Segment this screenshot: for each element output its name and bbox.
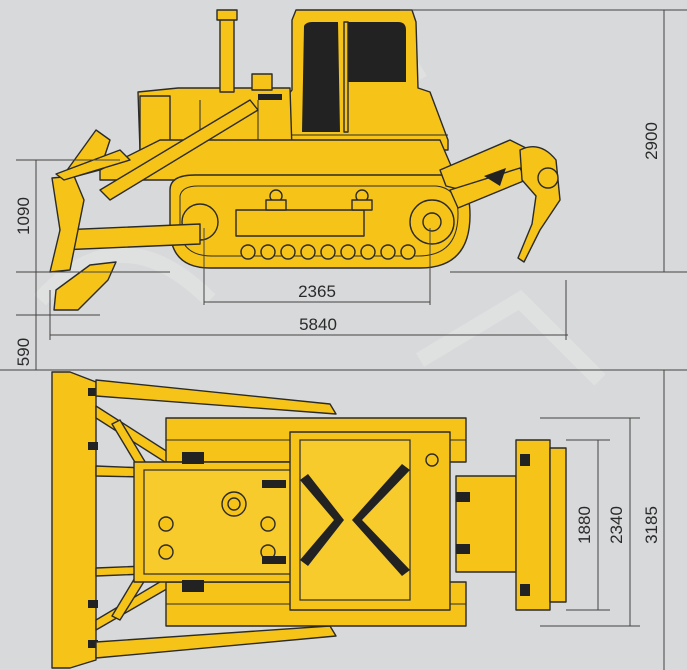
top-body <box>133 431 451 611</box>
blade-height-label: 1090 <box>14 197 33 235</box>
ripper <box>439 139 561 263</box>
track <box>169 174 471 269</box>
top-ripper <box>455 439 567 611</box>
overall-width-label: 3185 <box>642 506 661 544</box>
overall-length-label: 5840 <box>299 315 337 334</box>
top-blade <box>51 371 97 669</box>
side-dimension-lines <box>0 9 687 371</box>
upper-push-arm <box>95 379 337 415</box>
blade-teeth <box>88 388 98 648</box>
top-view <box>51 371 567 669</box>
side-blade-assembly <box>49 99 259 311</box>
side-view <box>49 9 561 311</box>
track-rollers <box>240 189 416 260</box>
overall-height-label: 2900 <box>642 122 661 160</box>
track-gauge-label: 2365 <box>298 282 336 301</box>
cab <box>287 9 449 151</box>
dig-depth-label: 590 <box>14 338 33 366</box>
track-width-label: 2340 <box>607 506 626 544</box>
lower-push-arm <box>95 625 337 659</box>
top-dimension-lines <box>540 370 665 670</box>
shoe-spacing-label: 1880 <box>575 506 594 544</box>
